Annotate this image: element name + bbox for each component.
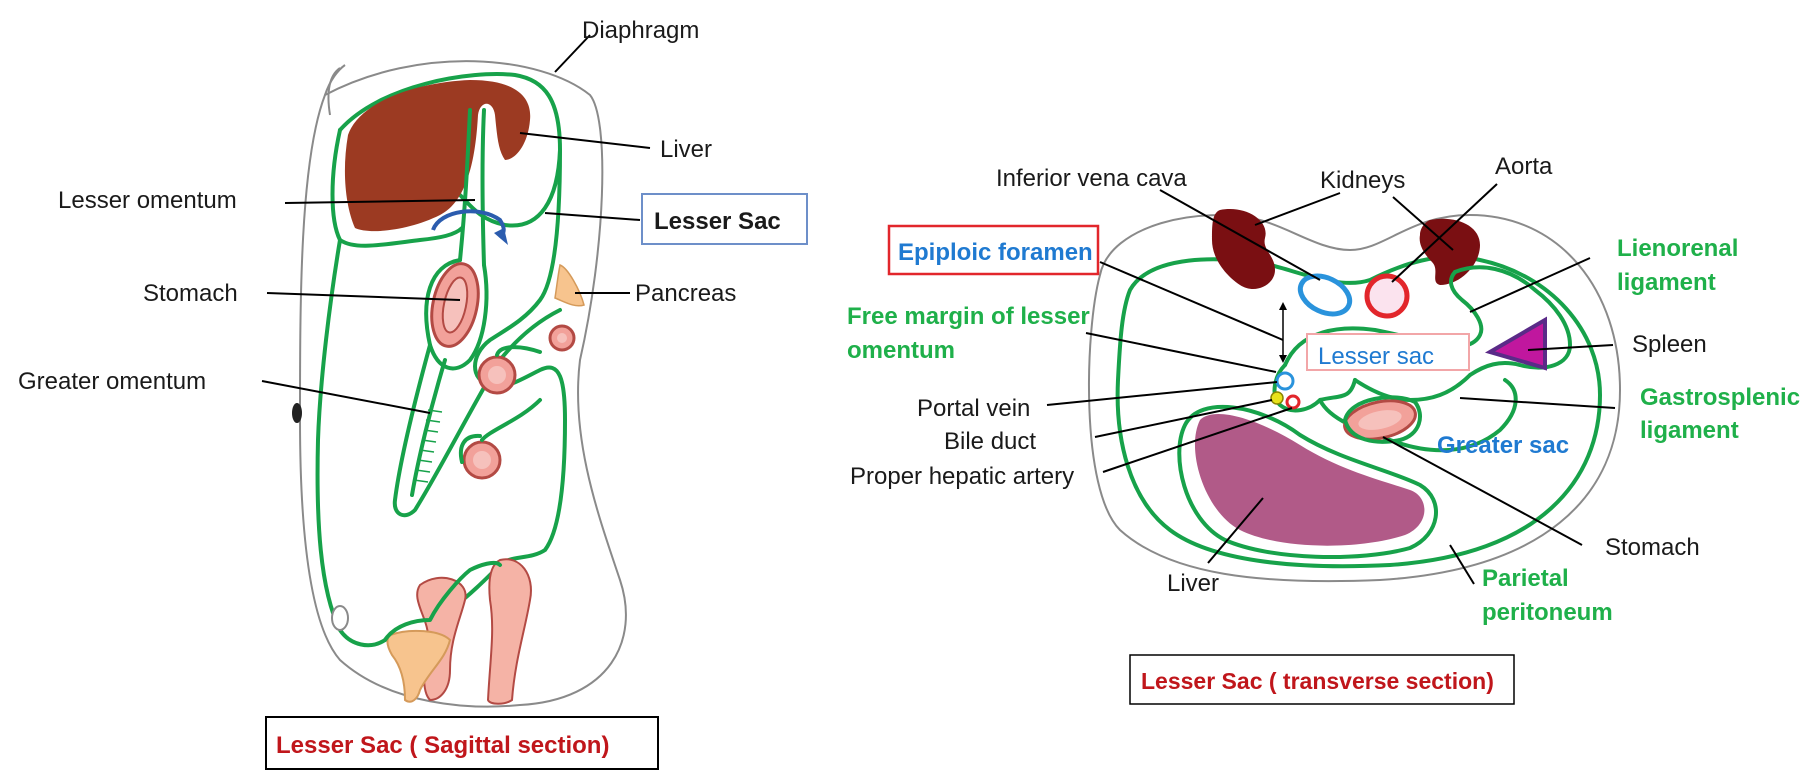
label-free-margin-2: omentum <box>847 337 955 364</box>
sagittal-intestine-2-lumen <box>488 366 506 384</box>
sagittal-greater-omentum <box>392 308 562 518</box>
label-gastrosplenic-1: Gastrosplenic <box>1640 384 1800 411</box>
transverse-portal-vein <box>1275 371 1295 391</box>
sagittal-umbilicus <box>292 403 302 423</box>
transverse-ivc <box>1297 273 1353 317</box>
sagittal-intestine-3-lumen <box>473 451 491 469</box>
epiploic-arrow-top <box>1279 302 1287 310</box>
leader-greater-omentum <box>261 380 431 414</box>
label-greater-sac: Greater sac <box>1437 432 1569 459</box>
label-greater-omentum: Greater omentum <box>18 368 206 395</box>
lesser-sac-transverse-box <box>1306 333 1470 371</box>
label-diaphragm: Diaphragm <box>582 17 699 44</box>
sagittal-rectum <box>486 558 532 705</box>
epiploic-arrow-bottom <box>1279 355 1287 363</box>
sagittal-diaphragm-strand-2 <box>327 67 341 116</box>
leader-stomach <box>266 292 461 301</box>
sagittal-stomach-wrap <box>424 258 489 371</box>
leader-epiploic-foramen <box>1099 261 1284 341</box>
leader-liver-transverse <box>1207 497 1264 564</box>
sagittal-posterior-wall <box>448 148 567 612</box>
sagittal-caption-box <box>265 716 659 770</box>
leader-spleen <box>1527 344 1614 351</box>
sagittal-pancreas <box>554 263 585 307</box>
sagittal-anterior-peritoneum <box>315 238 387 648</box>
sagittal-mesentery-3b <box>459 433 482 464</box>
transverse-lienorenal <box>1453 265 1572 377</box>
leader-liver <box>519 132 651 149</box>
sagittal-diaphragm-strand <box>324 64 346 96</box>
leader-bile-duct <box>1094 399 1273 438</box>
leader-parietal-peritoneum <box>1449 544 1475 585</box>
sagittal-omentum-hatch <box>413 409 443 483</box>
sagittal-lesser-omentum-left <box>458 108 472 262</box>
sagittal-stomach-lumen <box>441 276 469 334</box>
label-lesser-sac-transverse: Lesser sac <box>1318 343 1434 370</box>
sagittal-intestine-1-lumen <box>557 333 567 343</box>
transverse-caption-box <box>1129 654 1515 705</box>
lesser-sac-box <box>641 193 808 245</box>
label-lesser-omentum: Lesser omentum <box>58 187 237 214</box>
transverse-liver <box>1194 414 1425 546</box>
leader-gastrosplenic <box>1459 397 1616 409</box>
sagittal-mesentery-2 <box>495 345 542 357</box>
leader-hepatic-artery <box>1102 407 1293 473</box>
leader-free-margin <box>1085 332 1277 373</box>
transverse-aorta <box>1364 273 1410 319</box>
sagittal-caption: Lesser Sac ( Sagittal section) <box>276 732 609 759</box>
leader-lesser-omentum <box>284 199 476 204</box>
label-aorta: Aorta <box>1495 153 1553 180</box>
label-stomach-transverse: Stomach <box>1605 534 1700 561</box>
label-bile-duct: Bile duct <box>944 428 1036 455</box>
transverse-spleen <box>1484 316 1547 371</box>
sagittal-lesser-omentum-right <box>480 108 486 267</box>
label-gastrosplenic-2: ligament <box>1640 417 1739 444</box>
label-stomach-sagittal: Stomach <box>143 280 238 307</box>
label-lienorenal-2: ligament <box>1617 269 1716 296</box>
sagittal-section: Diaphragm Liver Lesser omentum Lesser Sa… <box>18 17 808 770</box>
leader-stomach-transverse <box>1382 436 1583 546</box>
transverse-section: Inferior vena cava Kidneys Aorta Epiploi… <box>847 153 1800 705</box>
leader-ivc <box>1159 189 1321 281</box>
label-free-margin-1: Free margin of lesser <box>847 303 1090 330</box>
sagittal-pubic <box>331 605 349 631</box>
label-spleen: Spleen <box>1632 331 1707 358</box>
sagittal-bladder <box>386 629 452 703</box>
transverse-foramen-margin <box>1272 363 1357 413</box>
sagittal-greater-omentum-inner <box>410 358 447 497</box>
label-lienorenal-1: Lienorenal <box>1617 235 1738 262</box>
label-kidneys: Kidneys <box>1320 167 1405 194</box>
label-portal-vein: Portal vein <box>917 395 1030 422</box>
epiploic-foramen-box <box>887 224 1100 276</box>
leader-kidneys-left <box>1254 192 1341 226</box>
transverse-hepatic-artery <box>1285 394 1301 410</box>
label-liver-transverse: Liver <box>1167 570 1219 597</box>
transverse-caption: Lesser Sac ( transverse section) <box>1141 668 1494 694</box>
leader-aorta <box>1391 183 1498 283</box>
sagittal-mesentery-3 <box>480 398 542 442</box>
sagittal-flow-arrowhead <box>494 228 508 245</box>
label-ivc: Inferior vena cava <box>996 165 1187 192</box>
sagittal-liver <box>344 80 531 232</box>
leader-portal-vein <box>1046 381 1278 406</box>
leader-kidneys-right <box>1392 196 1454 251</box>
transverse-stomach-wrap <box>1343 395 1422 444</box>
leader-lienorenal <box>1469 257 1591 313</box>
label-pancreas: Pancreas <box>635 280 736 307</box>
transverse-bile-duct <box>1270 391 1284 405</box>
sagittal-peritoneum-liver-wrap <box>330 128 464 248</box>
label-parietal-1: Parietal <box>1482 565 1569 592</box>
leader-lesser-sac <box>544 212 641 221</box>
label-epiploic-foramen: Epiploic foramen <box>898 239 1093 266</box>
sagittal-pelvic-peritoneum <box>383 560 502 642</box>
label-lesser-sac-sagittal: Lesser Sac <box>654 208 781 235</box>
leader-diaphragm <box>554 34 591 73</box>
transverse-liver-wrap <box>1177 404 1438 560</box>
label-proper-hepatic-artery: Proper hepatic artery <box>850 463 1074 490</box>
label-liver: Liver <box>660 136 712 163</box>
label-parietal-2: peritoneum <box>1482 599 1613 626</box>
transverse-stomach-lumen <box>1358 410 1402 430</box>
